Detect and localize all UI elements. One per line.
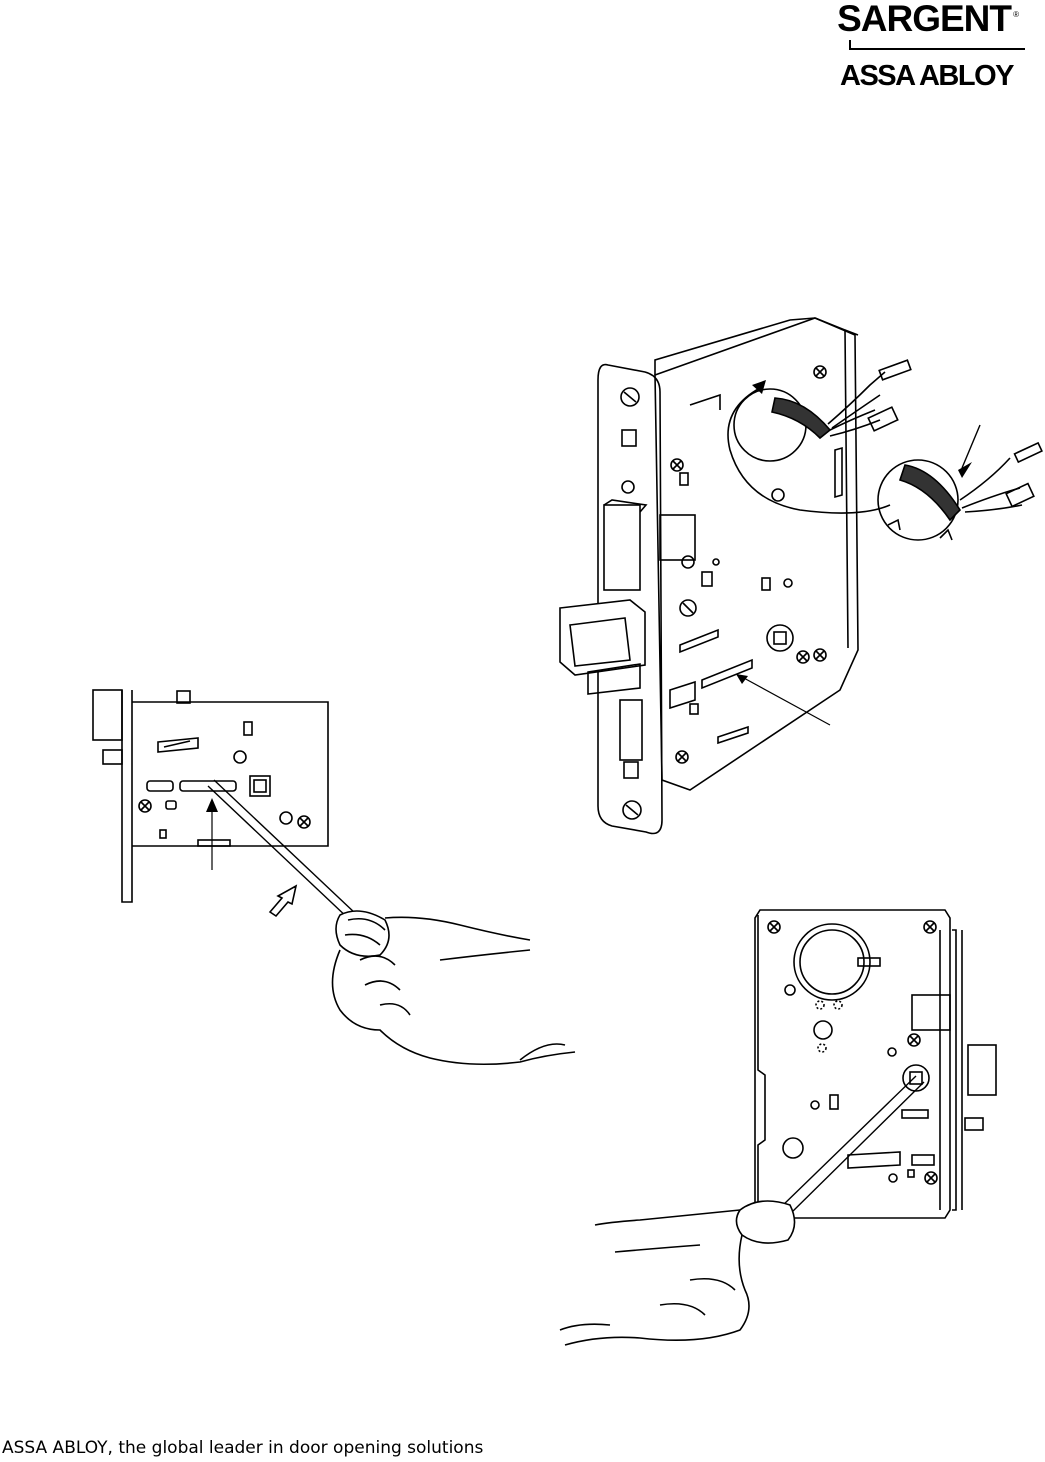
harness-grommet-icon bbox=[878, 425, 1042, 540]
lock-case-side-icon bbox=[93, 690, 328, 916]
lock-case-back-icon bbox=[755, 910, 996, 1218]
screwdriver-icon bbox=[208, 780, 389, 956]
hand-icon bbox=[560, 1210, 749, 1345]
wire-harness-icon bbox=[728, 360, 911, 513]
mortise-lock-body-icon bbox=[560, 318, 858, 834]
footer-tagline: ASSA ABLOY, the global leader in door op… bbox=[2, 1438, 483, 1458]
